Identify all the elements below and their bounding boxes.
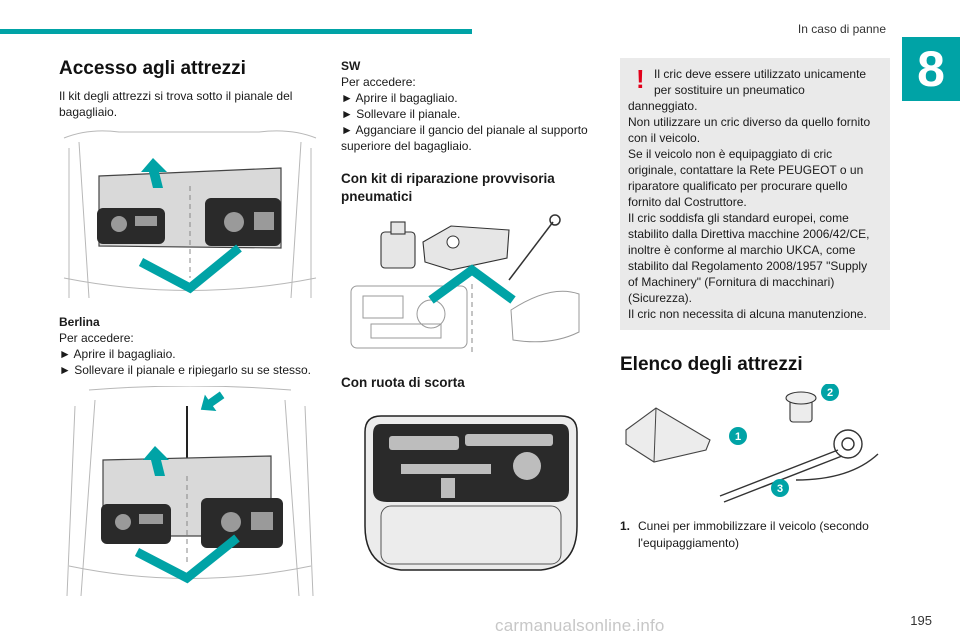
column-3: ! Il cric deve essere utilizzato unicame… <box>620 58 890 552</box>
list-item-number: 1. <box>620 519 631 533</box>
berlina-title: Berlina <box>59 315 100 329</box>
warning-box: ! Il cric deve essere utilizzato unicame… <box>620 58 890 330</box>
berlina-line: Per accedere: <box>59 331 134 345</box>
column-2: SW Per accedere: ► Aprire il bagagliaio.… <box>341 58 603 576</box>
page-number: 195 <box>910 613 932 628</box>
repair-kit-illustration <box>350 214 580 354</box>
sw-title: SW <box>341 59 361 73</box>
warning-text: danneggiato. <box>628 99 698 113</box>
tools-heading: Elenco degli attrezzi <box>620 354 803 375</box>
spare-heading: Con ruota di scorta <box>341 375 465 390</box>
chapter-number-tab: 8 <box>902 37 960 101</box>
section-title: In caso di panne <box>797 22 886 36</box>
sw-line: ► Aprire il bagagliaio. <box>341 91 458 105</box>
list-item-text: Cunei per immobilizzare il veicolo (seco… <box>638 519 869 550</box>
callout-2: 2 <box>827 387 833 399</box>
watermark: carmanualsonline.info <box>495 616 665 635</box>
page-heading: Accesso agli attrezzi <box>59 58 246 79</box>
callout-3: 3 <box>777 483 783 495</box>
callout-badges: 1 2 3 <box>729 384 839 497</box>
tools-illustration: 1 2 3 <box>625 384 879 503</box>
sw-line: ► Agganciare il gancio del pianale al su… <box>341 123 588 153</box>
warning-text-first: Il cric deve essere utilizzato unicament… <box>654 67 867 97</box>
warning-text: Il cric soddisfa gli standard europei, c… <box>628 211 870 305</box>
warning-text: Se il veicolo non è equipaggiato di cric… <box>628 147 864 209</box>
list-item: 1. Cunei per immobilizzare il veicolo (s… <box>620 518 890 552</box>
warning-text: Non utilizzare un cric diverso da quello… <box>628 115 871 145</box>
kit-heading: Con kit di riparazione provvisoria pneum… <box>341 171 555 204</box>
sw-line: Per accedere: <box>341 75 416 89</box>
berlina-line: ► Sollevare il pianale e ripiegarlo su s… <box>59 363 312 377</box>
header-accent-bar <box>0 29 472 34</box>
trunk-berlina-illustration <box>63 130 317 299</box>
spare-wheel-illustration <box>364 415 578 571</box>
sw-line: ► Sollevare il pianale. <box>341 107 461 121</box>
intro-text: Il kit degli attrezzi si trova sotto il … <box>59 89 293 119</box>
callout-1: 1 <box>735 431 741 443</box>
trunk-sw-illustration <box>66 386 314 597</box>
column-1: Accesso agli attrezzi Il kit degli attre… <box>59 58 321 602</box>
berlina-line: ► Aprire il bagagliaio. <box>59 347 176 361</box>
warning-text: Il cric non necessita di alcuna manutenz… <box>628 307 867 321</box>
warning-exclamation-icon: ! <box>636 64 645 94</box>
